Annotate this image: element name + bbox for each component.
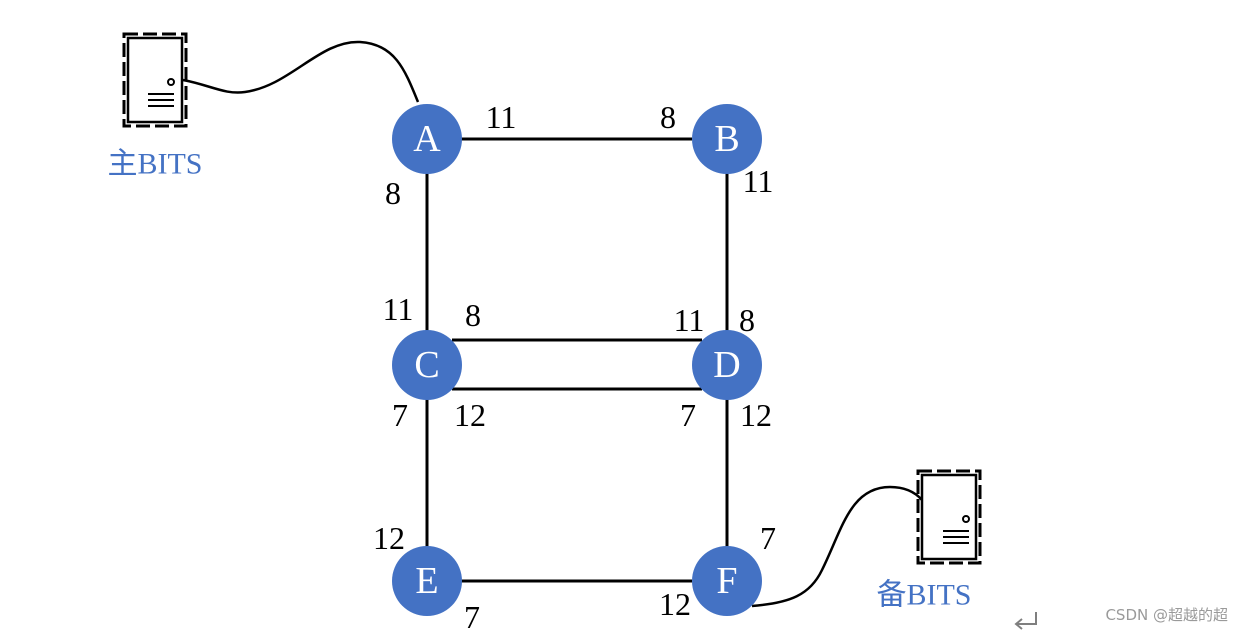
port-label-e-f-from: 7 [464,599,480,633]
node-label: A [413,118,441,160]
server-label-backup: 备BITS [876,579,971,612]
port-label-c-e-to: 12 [373,520,405,556]
nodes: A B C D E F [392,104,762,616]
node-label: C [414,344,439,386]
port-label-b-d-to: 8 [739,302,755,338]
node-label: E [415,560,438,602]
port-label-c-d-lower-to: 7 [680,397,696,433]
cable-primary-bits-to-a [182,40,420,103]
port-label-c-d-lower-from: 12 [454,397,486,433]
node-c: C [392,330,462,400]
node-label: B [714,118,739,160]
server-icon [122,32,188,128]
port-label-e-f-to: 12 [659,586,691,622]
port-label-d-f-from: 12 [740,397,772,433]
server-primary: 主BITS [107,32,203,181]
node-label: F [716,560,737,602]
node-e: E [392,546,462,616]
port-label-a-c-to: 11 [383,291,414,327]
port-label-a-b-from: 11 [486,99,517,135]
server-label-primary: 主BITS [107,148,202,181]
cable-f-to-backup-bits [751,485,923,608]
server-backup: 备BITS [876,469,982,612]
port-label-c-d-upper-to: 11 [674,302,705,338]
port-labels: 11 8 8 11 11 8 8 11 12 7 7 12 12 7 7 12 [373,99,776,633]
return-arrow-icon [1014,612,1037,630]
node-b: B [692,104,762,174]
node-f: F [692,546,762,616]
port-label-a-c-from: 8 [385,175,401,211]
node-a: A [392,104,462,174]
port-label-c-d-upper-from: 8 [465,297,481,333]
port-label-a-b-to: 8 [660,99,676,135]
links [425,137,729,583]
server-icon [916,469,982,565]
port-label-d-f-to: 7 [760,520,776,556]
server-cables [182,40,923,608]
watermark: CSDN @超越的超 [1105,606,1228,624]
port-label-b-d-from: 11 [743,163,774,199]
port-label-c-e-from: 7 [392,397,408,433]
node-d: D [692,330,762,400]
node-label: D [713,344,740,386]
